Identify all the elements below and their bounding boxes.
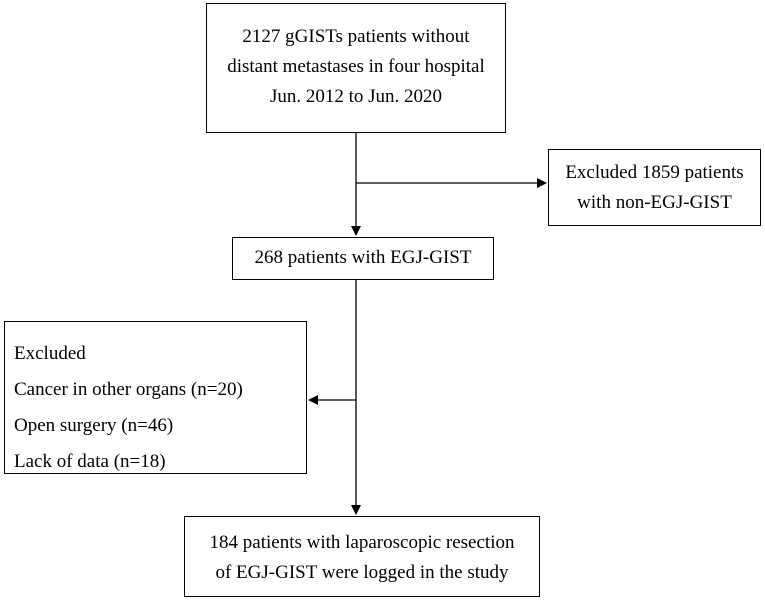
exclusion-2-reason-open-surgery: Open surgery (n=46) <box>14 415 174 436</box>
final-cohort-box: 184 patients with laparoscopic resection… <box>184 516 540 597</box>
initial-cohort-box: 2127 gGISTs patients without distant met… <box>206 3 506 133</box>
initial-cohort-line-3: Jun. 2012 to Jun. 2020 <box>269 86 443 107</box>
initial-cohort-line-1: 2127 gGISTs patients without <box>242 26 470 47</box>
exclusion-1-box: Excluded 1859 patients with non-EGJ-GIST <box>548 149 761 226</box>
final-cohort-line-1: 184 patients with laparoscopic resection <box>209 532 515 553</box>
initial-cohort-line-2: distant metastases in four hospital <box>227 56 485 77</box>
egj-cohort-box: 268 patients with EGJ-GIST <box>232 237 494 280</box>
exclusion-2-heading: Excluded <box>14 343 86 364</box>
final-cohort-line-2: of EGJ-GIST were logged in the study <box>215 562 509 583</box>
egj-cohort-line-1: 268 patients with EGJ-GIST <box>254 247 472 268</box>
exclusion-1-line-1: Excluded 1859 patients <box>565 162 744 183</box>
exclusion-2-reason-lack-of-data: Lack of data (n=18) <box>14 451 166 472</box>
exclusion-1-line-2: with non-EGJ-GIST <box>577 192 732 213</box>
exclusion-2-box: Excluded Cancer in other organs (n=20) O… <box>4 321 307 474</box>
exclusion-2-reason-cancer: Cancer in other organs (n=20) <box>14 379 243 400</box>
